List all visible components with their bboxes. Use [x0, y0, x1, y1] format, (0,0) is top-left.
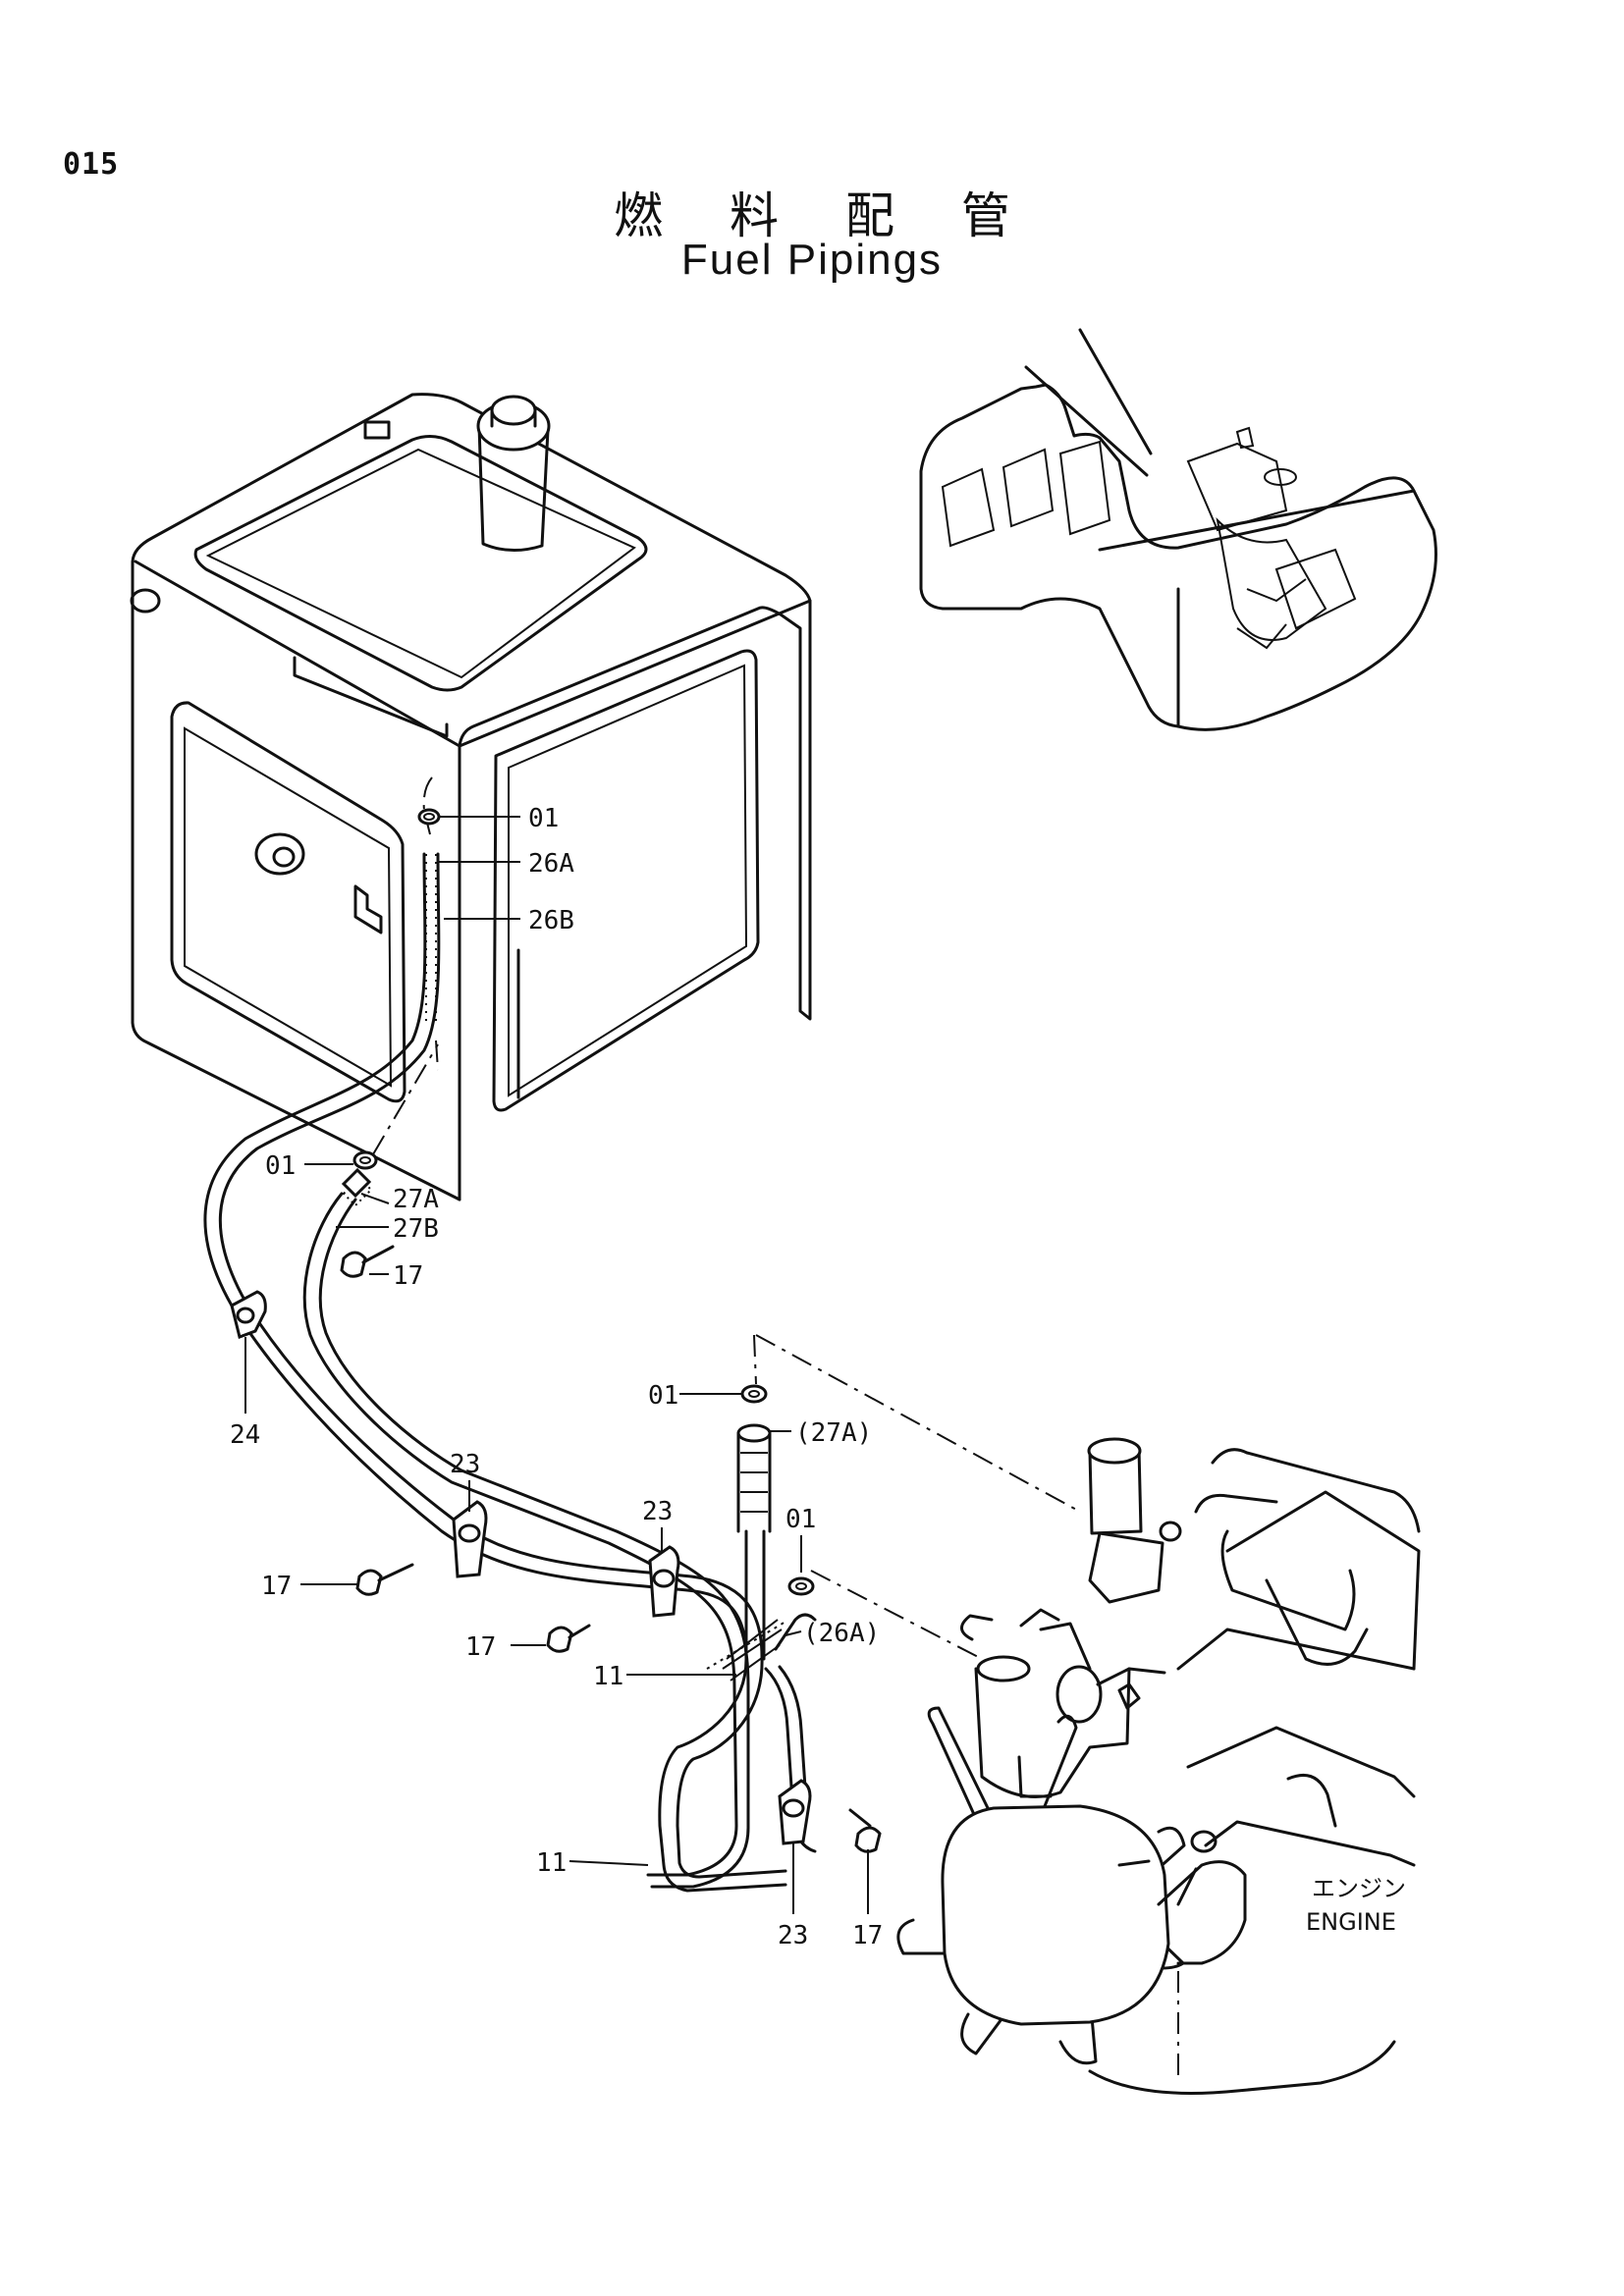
hollow-bolt-01-c — [740, 1334, 1081, 1513]
callout-01-d: 01 — [785, 1505, 816, 1534]
hollow-bolt-01-a — [417, 776, 441, 835]
callout-24: 24 — [230, 1420, 260, 1450]
clamp-23-c — [778, 1779, 812, 1845]
page-number: 015 — [63, 147, 120, 182]
fuel-tank — [130, 393, 812, 1201]
excavator-location-inset — [919, 328, 1437, 731]
callout-27b: 27B — [393, 1214, 439, 1244]
callout-26a-a: 26A — [528, 849, 574, 879]
callout-17-c: 17 — [465, 1632, 496, 1662]
callout-17-a: 17 — [393, 1261, 423, 1291]
callout-23-b: 23 — [642, 1497, 673, 1526]
return-hose-27 — [302, 1176, 750, 1889]
callout-17-d: 17 — [852, 1921, 883, 1950]
callout-17-b: 17 — [261, 1572, 292, 1601]
callout-11-a: 11 — [593, 1662, 623, 1691]
callout-27a: 27A — [393, 1185, 439, 1214]
bolts-17 — [340, 1245, 882, 1853]
injector-loop-hose — [658, 1423, 817, 1893]
callout-27a-paren: (27A) — [795, 1418, 872, 1448]
callout-01-b: 01 — [265, 1151, 296, 1181]
engine-label-english: ENGINE — [1306, 1908, 1396, 1936]
engine — [896, 1437, 1421, 2095]
callout-11-b: 11 — [536, 1848, 567, 1878]
callout-26b: 26B — [528, 906, 574, 935]
callout-01-a: 01 — [528, 804, 559, 833]
leader-lines — [244, 816, 869, 1914]
title-english: Fuel Pipings — [680, 236, 944, 284]
callout-23-a: 23 — [450, 1450, 480, 1479]
engine-label-japanese: エンジン — [1312, 1875, 1406, 1902]
fitting-27a — [341, 1167, 372, 1199]
callout-labels: 01 26A 26B 01 27A 27B 17 24 01 (27A) 23 … — [230, 804, 1406, 1950]
hollow-bolt-01-b — [352, 1040, 439, 1170]
clamp-23-a — [452, 1500, 488, 1578]
clamp-24 — [230, 1290, 267, 1339]
hollow-bolt-01-d — [787, 1570, 983, 1660]
callout-26a-paren: (26A) — [803, 1619, 880, 1648]
title-japanese: 燃 料 配 管 — [614, 187, 1036, 244]
clamp-23-b — [648, 1545, 680, 1618]
callout-01-c: 01 — [648, 1381, 678, 1411]
callout-23-c: 23 — [778, 1921, 808, 1950]
